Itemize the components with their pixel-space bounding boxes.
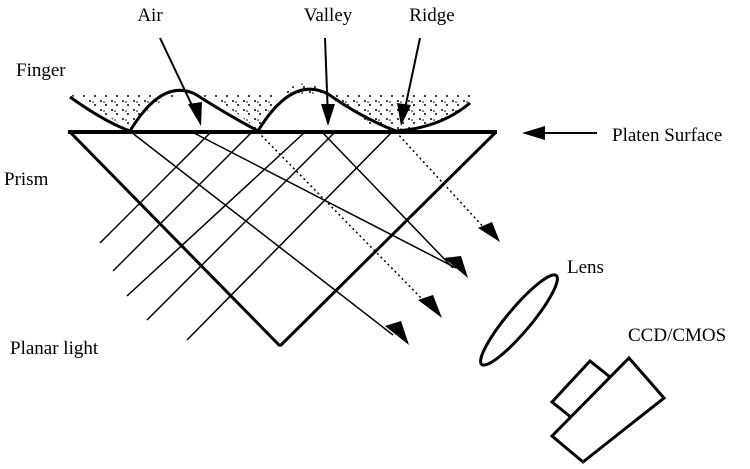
reflected-rays — [130, 131, 457, 336]
finger-label: Finger — [16, 60, 66, 81]
air-label: Air — [137, 5, 163, 26]
lens-icon — [479, 273, 559, 367]
planar-light-label: Planar light — [10, 338, 99, 359]
prism-left-edge — [68, 130, 282, 348]
sensor-icon — [549, 355, 667, 464]
label-arrowheads — [188, 102, 545, 140]
lens-label: Lens — [567, 257, 604, 278]
sensor-label: CCD/CMOS — [628, 325, 726, 346]
incoming-light-rays — [99, 131, 393, 341]
platen-surface-label: Platen Surface — [612, 125, 722, 146]
scattered-rays — [257, 131, 489, 306]
ridge-label: Ridge — [409, 5, 454, 26]
prism-right-edge — [278, 130, 498, 348]
valley-label: Valley — [304, 5, 353, 26]
prism-label: Prism — [4, 169, 49, 190]
finger-texture — [70, 83, 470, 131]
ray-arrowheads — [385, 222, 500, 345]
